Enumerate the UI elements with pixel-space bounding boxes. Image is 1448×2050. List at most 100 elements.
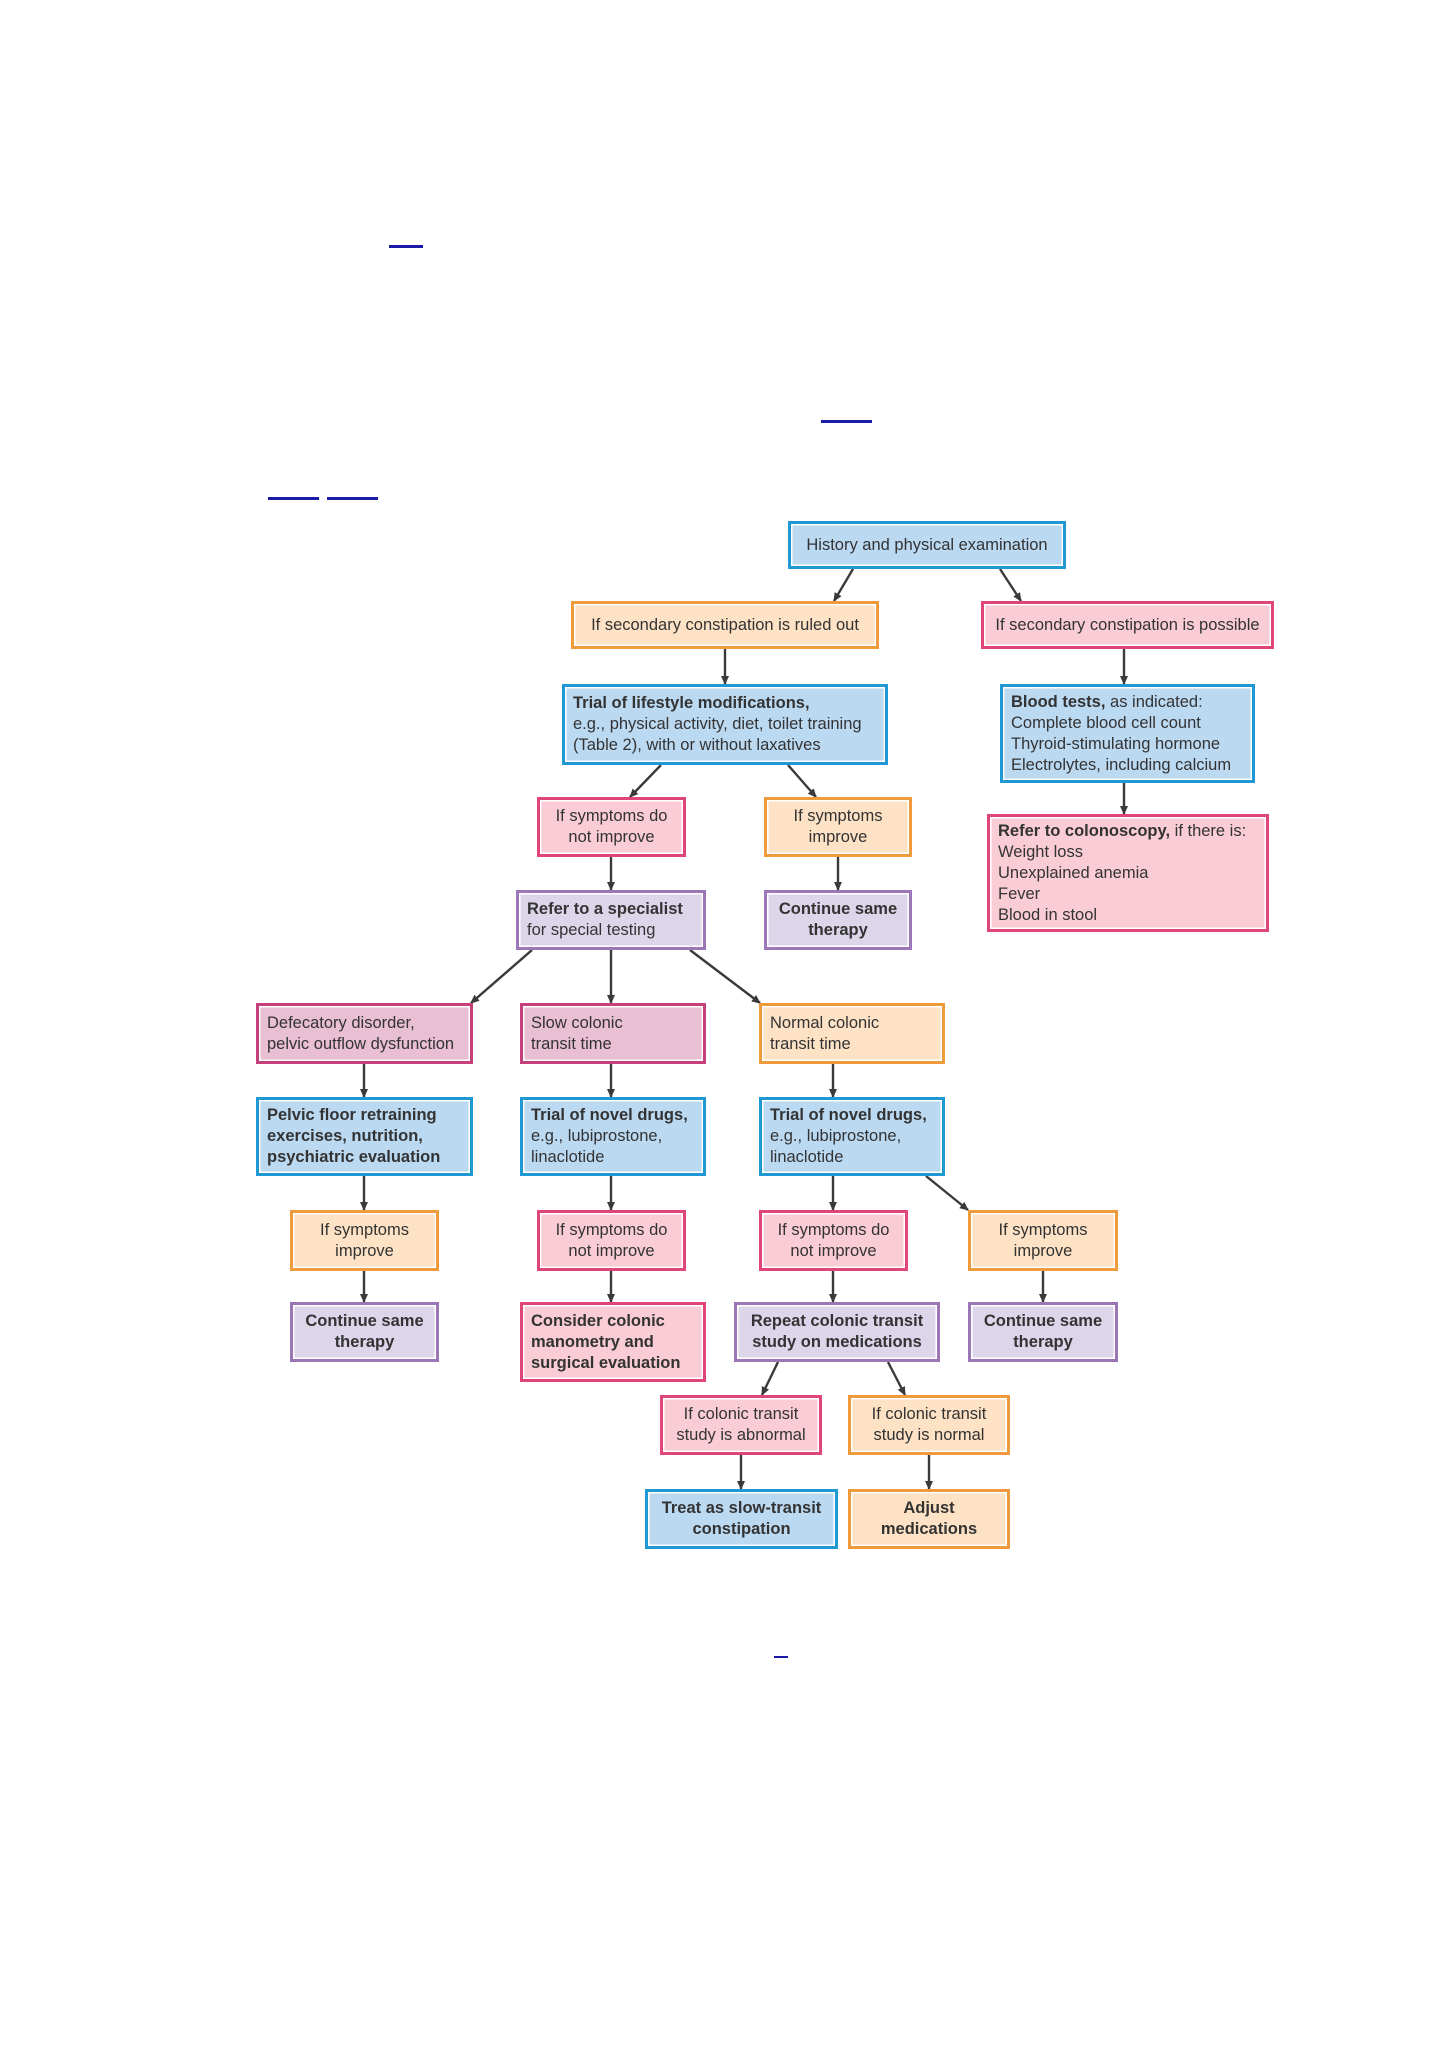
flow-arrow-24 <box>760 1361 780 1396</box>
node-heading: Trial of novel drugs, <box>531 1105 688 1126</box>
node-heading-bold: Refer to colonoscopy, <box>998 821 1171 840</box>
node-line: improve <box>808 828 868 846</box>
node-line: If symptoms <box>793 807 883 825</box>
node-line: for special testing <box>527 921 656 939</box>
node-transit-normal: If colonic transit study is normal <box>848 1395 1010 1455</box>
node-heading-bold: Trial of lifestyle modifications, <box>573 694 810 712</box>
link-underline-1[interactable] <box>389 245 423 248</box>
node-heading-bold: Trial of novel drugs, <box>770 1106 927 1124</box>
node-colonoscopy: Refer to colonoscopy, if there is:Weight… <box>987 814 1269 932</box>
node-line: study is abnormal <box>676 1426 806 1444</box>
node-line: Defecatory disorder, <box>267 1013 415 1032</box>
node-line: therapy <box>334 1333 395 1351</box>
node-line: linaclotide <box>531 1148 605 1166</box>
node-adjust-meds: Adjust medications <box>848 1489 1010 1549</box>
node-heading-bold: Refer to a specialist <box>527 900 683 918</box>
node-secondary-possible: If secondary constipation is possible <box>981 601 1274 649</box>
node-line: Unexplained anemia <box>998 863 1149 882</box>
node-heading-rest: if there is: <box>1170 821 1247 840</box>
node-line: not improve <box>568 1241 655 1260</box>
node-line: e.g., lubiprostone, <box>531 1127 663 1145</box>
node-line: psychiatric evaluation <box>267 1148 441 1166</box>
node-line: If symptoms do <box>555 807 668 825</box>
node-line: Fever <box>998 884 1041 903</box>
node-line: Electrolytes, including calcium <box>1011 755 1232 774</box>
node-line: manometry and <box>531 1332 654 1351</box>
node-line: study is normal <box>873 1426 985 1444</box>
node-line: surgical evaluation <box>531 1353 681 1372</box>
node-line: If secondary constipation is possible <box>995 615 1260 634</box>
node-line: Blood in stool <box>998 905 1098 924</box>
node-line: linaclotide <box>770 1148 844 1166</box>
node-line: History and physical examination <box>806 535 1048 554</box>
node-line: Continue same <box>983 1312 1103 1330</box>
node-line: transit time <box>770 1034 851 1053</box>
node-line: If symptoms do <box>555 1220 668 1239</box>
flow-arrow-6 <box>787 764 817 798</box>
link-underline-3[interactable] <box>268 497 319 500</box>
node-heading: Blood tests, as indicated: <box>1011 692 1203 713</box>
node-line: (Table 2), with or without laxatives <box>573 736 821 754</box>
flow-arrow-19 <box>925 1175 969 1211</box>
link-underline-5[interactable] <box>774 1656 788 1658</box>
node-continue-2: Continue same therapy <box>290 1302 439 1362</box>
node-history: History and physical examination <box>788 521 1066 569</box>
link-underline-2[interactable] <box>821 420 872 423</box>
node-line: Pelvic floor retraining <box>267 1106 437 1124</box>
node-line: Continue same <box>778 900 898 918</box>
node-no-improve-2: If symptoms do not improve <box>537 1210 686 1271</box>
node-line: medications <box>880 1520 978 1538</box>
node-line: Continue same <box>305 1312 424 1330</box>
node-line: If symptoms <box>320 1220 409 1239</box>
flow-arrow-10 <box>470 949 533 1004</box>
flow-arrow-5 <box>629 764 662 798</box>
node-line: Complete blood cell count <box>1011 713 1201 732</box>
node-line: transit time <box>531 1034 612 1053</box>
node-heading: Refer to a specialist <box>527 899 683 920</box>
node-line: If symptoms <box>998 1220 1088 1239</box>
node-line: therapy <box>808 921 868 939</box>
node-line: Treat as slow-transit <box>661 1499 822 1517</box>
node-heading-rest: as indicated: <box>1105 692 1203 711</box>
node-specialist: Refer to a specialist for special testing <box>516 890 706 950</box>
node-treat-slow: Treat as slow-transit constipation <box>645 1489 838 1549</box>
flow-arrow-25 <box>886 1361 907 1396</box>
node-normal-transit: Normal colonic transit time <box>759 1003 945 1064</box>
node-line: If symptoms do <box>777 1220 890 1239</box>
node-heading: Refer to colonoscopy, if there is: <box>998 821 1246 842</box>
node-line: not improve <box>568 828 655 846</box>
node-line: Weight loss <box>998 842 1083 861</box>
node-line: If colonic transit <box>871 1405 987 1423</box>
flow-arrow-12 <box>689 949 761 1004</box>
node-line: study on medications <box>752 1333 922 1351</box>
node-pelvic-floor: Pelvic floor retraining exercises, nutrit… <box>256 1097 473 1176</box>
node-line: e.g., lubiprostone, <box>770 1127 902 1145</box>
node-line: not improve <box>790 1241 877 1260</box>
node-line: If secondary constipation is ruled out <box>591 615 859 634</box>
node-continue-3: Continue same therapy <box>968 1302 1118 1362</box>
node-line: e.g., physical activity, diet, toilet tr… <box>573 715 862 733</box>
node-line: Slow colonic <box>531 1013 623 1032</box>
node-secondary-ruled-out: If secondary constipation is ruled out <box>571 601 879 649</box>
node-improve-2: If symptoms improve <box>290 1210 439 1271</box>
node-line: pelvic outflow dysfunction <box>267 1034 455 1053</box>
node-line: improve <box>335 1241 394 1260</box>
node-heading-bold: Blood tests, <box>1011 692 1106 711</box>
node-no-improve-1: If symptoms do not improve <box>537 797 686 857</box>
node-line: Normal colonic <box>770 1013 880 1032</box>
node-blood-tests: Blood tests, as indicated:Complete blood… <box>1000 684 1255 783</box>
node-line: constipation <box>692 1520 791 1538</box>
flow-arrow-2 <box>998 568 1023 602</box>
node-lifestyle-trial: Trial of lifestyle modifications, e.g., p… <box>562 684 888 765</box>
node-line: Adjust <box>903 1499 955 1517</box>
node-heading: Trial of novel drugs, <box>770 1105 927 1126</box>
node-line: exercises, nutrition, <box>267 1127 423 1145</box>
node-improve-1: If symptoms improve <box>764 797 912 857</box>
node-line: therapy <box>1013 1333 1073 1351</box>
link-underline-4[interactable] <box>327 497 378 500</box>
